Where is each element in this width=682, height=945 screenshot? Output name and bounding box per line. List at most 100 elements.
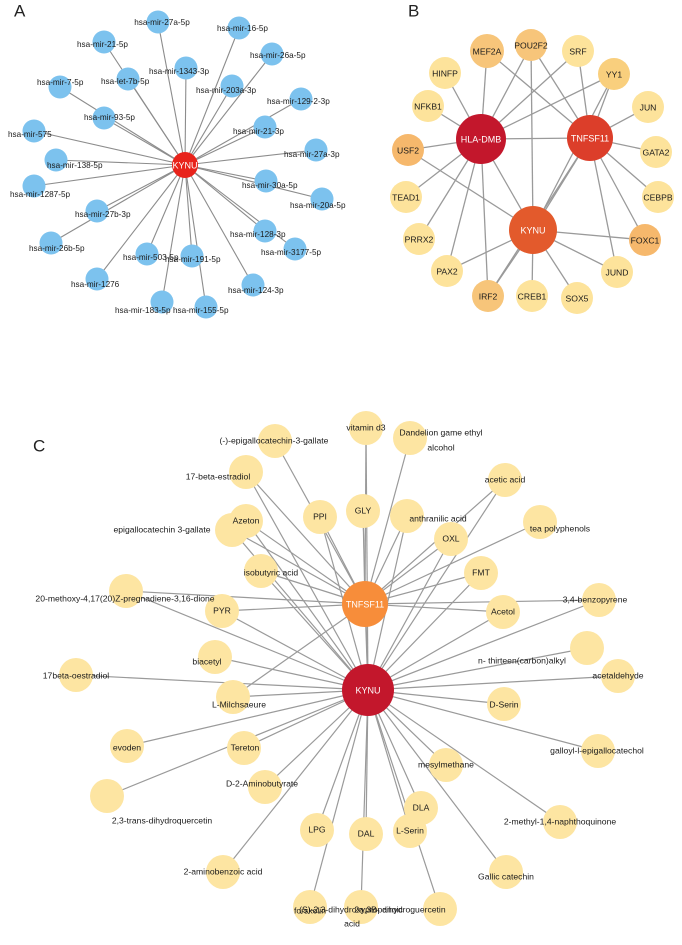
- mirna-label-hsa-mir-26a-5p: hsa-mir-26a-5p: [250, 51, 306, 60]
- compound-label-isobutyric-acid: isobutyric acid: [244, 567, 299, 577]
- edge-a-3: [184, 53, 273, 166]
- compound-node-n-thirteen-carbon-alkyl: [570, 631, 604, 665]
- compound-node-vitamin-d3: [349, 411, 383, 445]
- edge-c-27-1: [367, 689, 599, 752]
- edge-a-4: [184, 67, 187, 166]
- mirna-node-hsa-mir-1343-3p: [174, 56, 198, 80]
- mirna-node-hsa-mir-21-5p: [92, 30, 116, 54]
- mirna-node-hsa-mir-27a-3p: [304, 138, 328, 162]
- mirna-label-hsa-mir-129-2-3p: hsa-mir-129-2-3p: [267, 97, 330, 106]
- compound-node-2-methyl-1-4-naphthoquinone: [543, 805, 577, 839]
- tf-label-nfkb1: NFKB1: [414, 101, 442, 111]
- compound-node-biacetyl: [198, 640, 232, 674]
- mirna-node-hsa-mir-26a-5p: [260, 42, 284, 66]
- tf-label-gata2: GATA2: [643, 147, 670, 157]
- compound-label-mesylmethane: mesylmethane: [418, 759, 474, 769]
- mirna-node-hsa-mir-1276: [85, 267, 109, 291]
- edge-b-1-2: [530, 44, 534, 231]
- compound-label-azeton: Azeton: [233, 515, 260, 525]
- edge-b-7-2: [407, 149, 534, 231]
- mirna-node-hsa-mir-20a-5p: [310, 187, 334, 211]
- tf-node-yy1: [598, 58, 630, 90]
- compound-label-oxl: OXL: [442, 533, 459, 543]
- tf-node-pax2: [431, 255, 463, 287]
- node-layer: [22, 10, 674, 926]
- tf-node-jund: [601, 256, 633, 288]
- panel-letter-b: B: [408, 1, 419, 20]
- hub-node-tnfsf11-b: [567, 115, 613, 161]
- compound-label-evoden: evoden: [113, 742, 141, 752]
- compound-label-dandelion-game-ethyl: Dandelion game ethyl: [399, 427, 482, 437]
- edge-c-16-1: [367, 599, 600, 691]
- edge-c-39-1: [360, 689, 369, 908]
- mirna-label-hsa-mir-203a-3p: hsa-mir-203a-3p: [196, 86, 257, 95]
- edge-c-11-1: [245, 520, 369, 691]
- tf-label-hinfp: HINFP: [432, 68, 458, 78]
- edge-a-22: [184, 164, 296, 250]
- compound-node-l-serin: [393, 814, 427, 848]
- edge-a-26: [184, 164, 207, 308]
- tf-node-foxc1: [629, 224, 661, 256]
- compound-node-mesylmethane: [429, 748, 463, 782]
- tf-node-irf2: [472, 280, 504, 312]
- mirna-node-hsa-mir-155-5p: [194, 295, 218, 319]
- edge-a-20: [146, 164, 186, 255]
- compound-label-acid: acid: [344, 918, 360, 928]
- tf-node-gata2: [640, 136, 672, 168]
- tf-node-cebpb: [642, 181, 674, 213]
- compound-label-l-serin: L-Serin: [396, 825, 424, 835]
- compound-node-acetol: [486, 595, 520, 629]
- compound-node-dal: [349, 817, 383, 851]
- edge-c-20-1: [214, 656, 369, 691]
- edge-c-17-1: [221, 610, 369, 691]
- tf-label-srf: SRF: [569, 46, 586, 56]
- edge-c-15-0: [125, 590, 366, 605]
- edge-b-15-0: [480, 138, 489, 297]
- tf-node-usf2: [392, 134, 424, 166]
- compound-node-epigallocatechin-3-gallate: [258, 424, 292, 458]
- compound-label-acetol: Acetol: [491, 606, 515, 616]
- compound-node-forskolin: [293, 890, 327, 924]
- mirna-label-hsa-mir-1276: hsa-mir-1276: [71, 280, 120, 289]
- mirna-node-hsa-mir-129-2-3p: [289, 87, 313, 111]
- edge-c-18-0: [364, 603, 504, 613]
- compound-node-dandelion-game-ethyl: [393, 421, 427, 455]
- tf-label-sox5: SOX5: [566, 293, 589, 303]
- edge-c-10-0: [231, 529, 366, 605]
- edge-c-21-1: [367, 675, 619, 691]
- mirna-label-hsa-mir-3177-5p: hsa-mir-3177-5p: [261, 248, 322, 257]
- edge-a-5: [127, 78, 186, 166]
- compound-node-lpg: [300, 813, 334, 847]
- mirna-node-hsa-mir-183-5p: [150, 290, 174, 314]
- label-layer: Ahsa-mir-27a-5phsa-mir-16-5phsa-mir-21-5…: [8, 1, 673, 928]
- compound-label-17-beta-estradiol: 17-beta-estradiol: [186, 471, 251, 481]
- compound-label-gallic-catechin: Gallic catechin: [478, 871, 534, 881]
- edge-a-10: [184, 126, 266, 166]
- compound-node-pyr: [205, 594, 239, 628]
- compound-label-pyr: PYR: [213, 605, 231, 615]
- compound-node-tereton: [227, 731, 261, 765]
- mirna-label-hsa-mir-7-5p: hsa-mir-7-5p: [37, 78, 84, 87]
- compound-node-acetaldehyde: [601, 659, 635, 693]
- mirna-label-hsa-mir-30a-5p: hsa-mir-30a-5p: [242, 181, 298, 190]
- mirna-node-hsa-mir-138-5p: [44, 148, 68, 172]
- compound-node-isobutyric-acid: [244, 554, 278, 588]
- tf-node-tead1: [390, 181, 422, 213]
- tf-node-creb1: [516, 280, 548, 312]
- mirna-label-hsa-mir-27a-3p: hsa-mir-27a-3p: [284, 150, 340, 159]
- hub-label-tnfsf11-b: TNFSF11: [571, 133, 609, 143]
- mirna-node-hsa-let-7b-5p: [116, 67, 140, 91]
- edge-a-12: [184, 149, 317, 166]
- tf-node-prrx2: [403, 223, 435, 255]
- edge-c-14-1: [367, 572, 482, 691]
- panel-letter-a: A: [14, 1, 26, 20]
- hub-label-kynu-a: KYNU: [172, 160, 197, 170]
- edge-a-11: [33, 130, 186, 166]
- mirna-node-hsa-mir-203a-3p: [220, 74, 244, 98]
- tf-label-yy1: YY1: [606, 69, 622, 79]
- edge-c-17-0: [221, 603, 366, 612]
- mirna-node-hsa-mir-27a-5p: [146, 10, 170, 34]
- compound-node-d-serin: [487, 687, 521, 721]
- compound-label-3-4-benzopyrene: 3,4-benzopyrene: [563, 594, 628, 604]
- compound-label-dla: DLA: [413, 802, 430, 812]
